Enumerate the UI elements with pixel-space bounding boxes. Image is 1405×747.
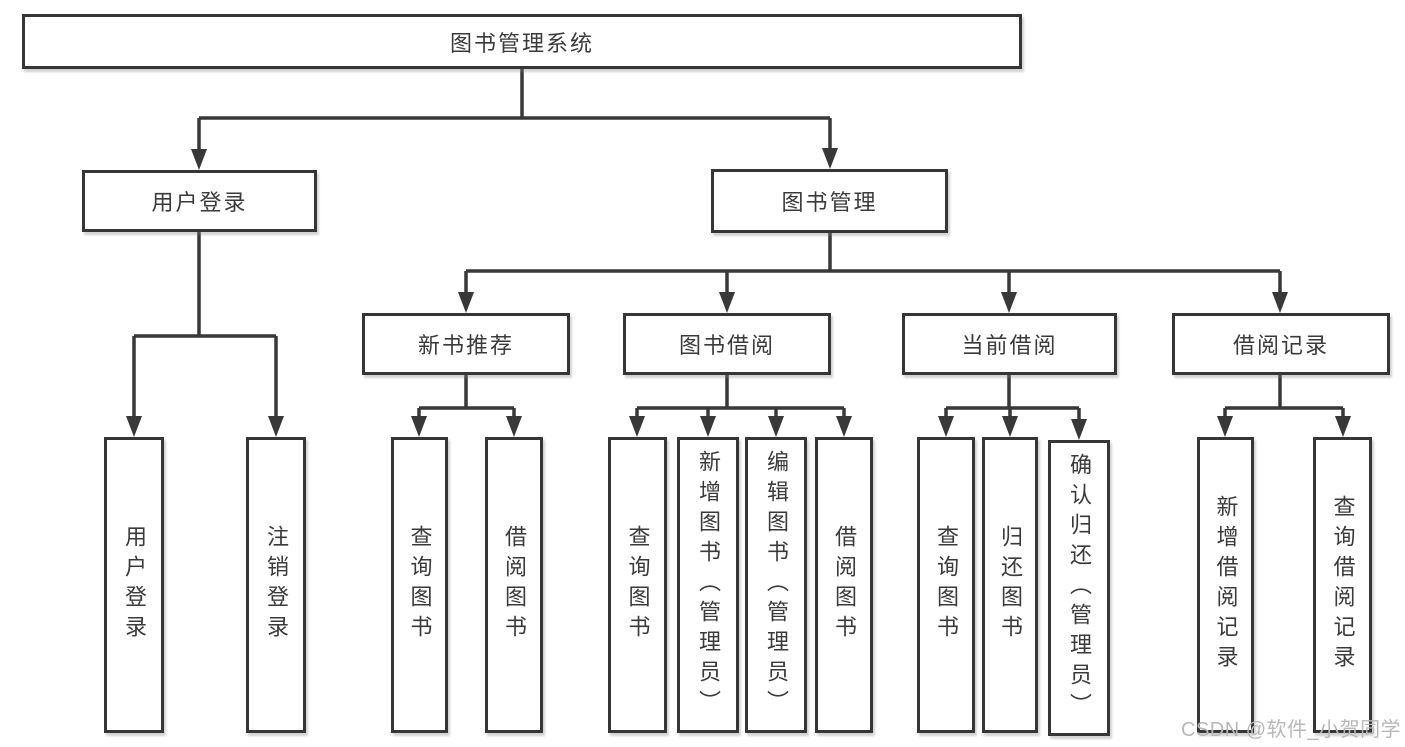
leaf-add-borrow-record: 新增借阅记录	[1197, 437, 1254, 733]
leaf-borrow-books-recommend-label: 借阅图书	[502, 525, 527, 645]
leaf-borrow-books-borrow-label: 借阅图书	[832, 525, 857, 645]
leaf-query-books-recommend: 查询图书	[391, 437, 448, 733]
leaf-query-books-recommend-label: 查询图书	[407, 525, 433, 645]
leaf-query-borrow-record-label: 查询借阅记录	[1330, 495, 1356, 675]
node-borrow-records: 借阅记录	[1172, 313, 1390, 375]
node-book-management-label: 图书管理	[781, 190, 878, 215]
arrowhead-group	[126, 148, 1351, 440]
leaf-logout: 注销登录	[246, 437, 306, 733]
leaf-edit-book-admin-label: 编辑图书（管理员）	[764, 450, 789, 720]
leaf-confirm-return-admin-label: 确认归还（管理员）	[1067, 453, 1092, 723]
node-new-book-recommend: 新书推荐	[362, 313, 570, 375]
node-book-management: 图书管理	[711, 169, 948, 233]
node-new-book-recommend-label: 新书推荐	[417, 333, 514, 358]
node-root-label: 图书管理系统	[449, 30, 594, 56]
leaf-return-books: 归还图书	[982, 437, 1038, 733]
leaf-confirm-return-admin: 确认归还（管理员）	[1048, 440, 1110, 736]
leaf-user-login-label: 用户登录	[122, 525, 147, 645]
node-book-borrow: 图书借阅	[623, 313, 831, 375]
node-borrow-records-label: 借阅记录	[1232, 333, 1329, 358]
node-book-borrow-label: 图书借阅	[678, 333, 775, 358]
leaf-query-books-current: 查询图书	[917, 437, 975, 733]
leaf-query-books-current-label: 查询图书	[934, 525, 959, 645]
node-current-borrow: 当前借阅	[902, 313, 1117, 375]
node-root: 图书管理系统	[22, 14, 1022, 69]
leaf-query-books-borrow: 查询图书	[608, 437, 667, 733]
node-current-borrow-label: 当前借阅	[961, 333, 1058, 358]
node-user-login-label: 用户登录	[151, 190, 248, 215]
leaf-logout-label: 注销登录	[264, 525, 289, 645]
leaf-add-book-admin-label: 新增图书（管理员）	[696, 450, 721, 720]
leaf-add-borrow-record-label: 新增借阅记录	[1213, 495, 1239, 675]
leaf-borrow-books-recommend: 借阅图书	[485, 437, 543, 733]
node-user-login: 用户登录	[82, 170, 317, 232]
leaf-query-books-borrow-label: 查询图书	[625, 525, 651, 645]
leaf-query-borrow-record: 查询借阅记录	[1313, 437, 1372, 733]
leaf-edit-book-admin: 编辑图书（管理员）	[745, 437, 807, 733]
leaf-borrow-books-borrow: 借阅图书	[815, 437, 873, 733]
leaf-user-login: 用户登录	[104, 437, 164, 733]
leaf-return-books-label: 归还图书	[998, 525, 1023, 645]
leaf-add-book-admin: 新增图书（管理员）	[677, 437, 739, 733]
watermark: CSDN @软件_小贺同学	[1181, 719, 1402, 741]
